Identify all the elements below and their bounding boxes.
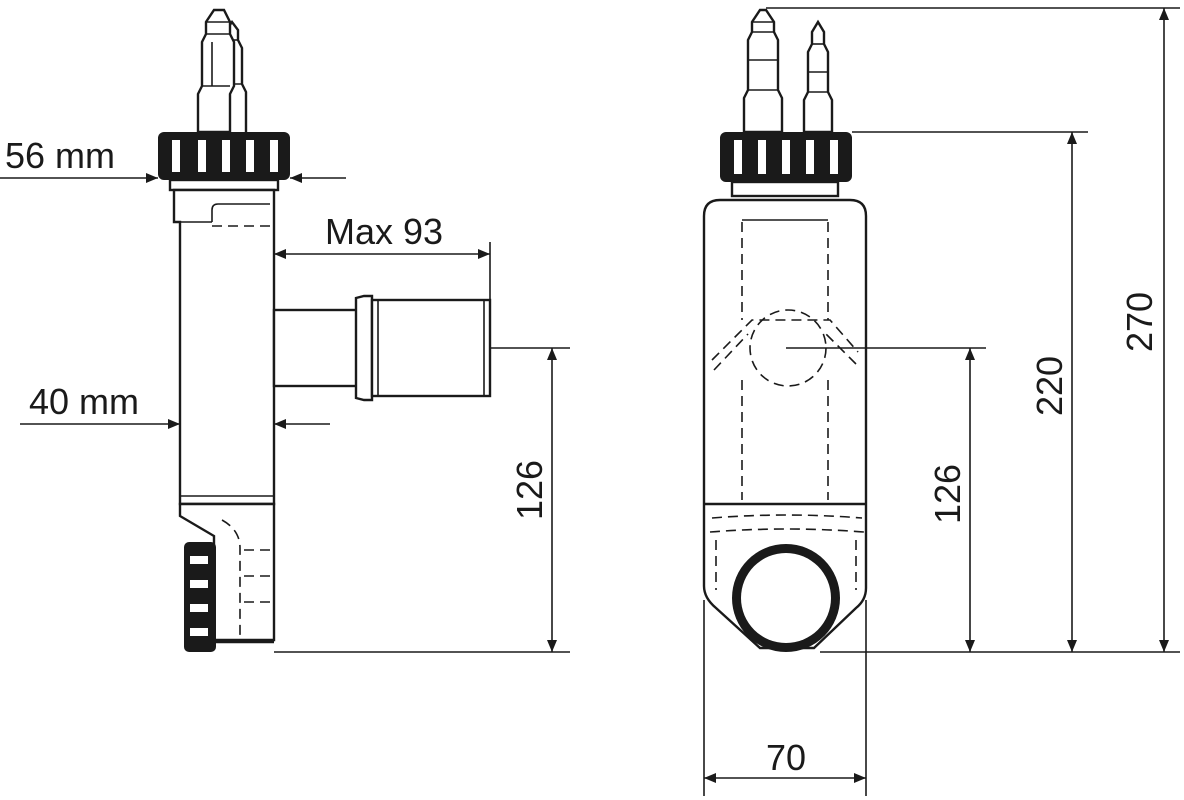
dim-front-width: 70: [703, 600, 867, 796]
front-right-nozzle: [802, 19, 834, 134]
front-cap-nut: [720, 132, 852, 198]
label-total-height: 270: [1119, 292, 1160, 352]
front-left-nozzle: [742, 8, 784, 134]
label-body-height: 220: [1029, 356, 1070, 416]
label-body-width: 40 mm: [29, 381, 139, 422]
side-front-nozzle: [196, 8, 236, 134]
dim-total-height: 270: [766, 7, 1180, 652]
label-front-outlet-height: 126: [927, 464, 968, 524]
dim-side-outlet-height: 126: [274, 347, 570, 653]
side-view: 56 mm Max 93 40 mm 126: [0, 8, 570, 653]
dim-cap-width: 56 mm: [0, 135, 346, 183]
front-bottom-ring: [732, 544, 840, 652]
dim-body-width: 40 mm: [20, 381, 330, 429]
front-view: 126 220 270 70: [702, 7, 1180, 796]
side-main-body: [172, 188, 276, 506]
label-side-outlet-height: 126: [509, 460, 550, 520]
dim-body-height: 220: [852, 131, 1088, 652]
label-front-width: 70: [766, 737, 806, 778]
label-cap-width: 56 mm: [5, 135, 115, 176]
front-main-body: [702, 198, 868, 650]
label-outlet-length: Max 93: [325, 211, 443, 252]
side-bottom-cap: [184, 542, 274, 652]
dim-outlet-length: Max 93: [274, 211, 491, 300]
side-cap-nut: [158, 132, 290, 192]
side-outlet-pipe: [272, 294, 492, 402]
dim-front-outlet-height: 126: [786, 347, 986, 652]
